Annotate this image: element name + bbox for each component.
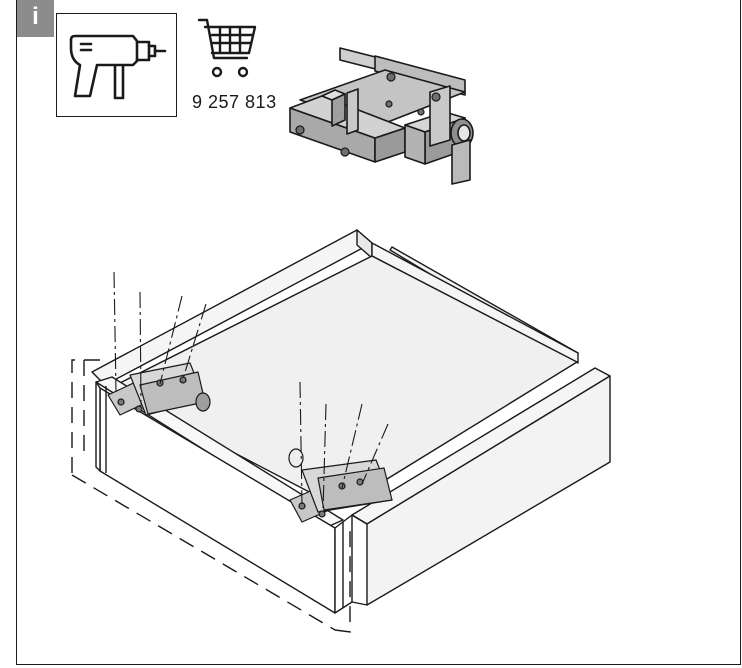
info-badge: i bbox=[17, 0, 54, 37]
tool-box bbox=[56, 13, 177, 117]
instruction-frame bbox=[16, 0, 741, 665]
part-number: 9 257 813 bbox=[192, 92, 277, 112]
drill-icon bbox=[69, 34, 167, 100]
